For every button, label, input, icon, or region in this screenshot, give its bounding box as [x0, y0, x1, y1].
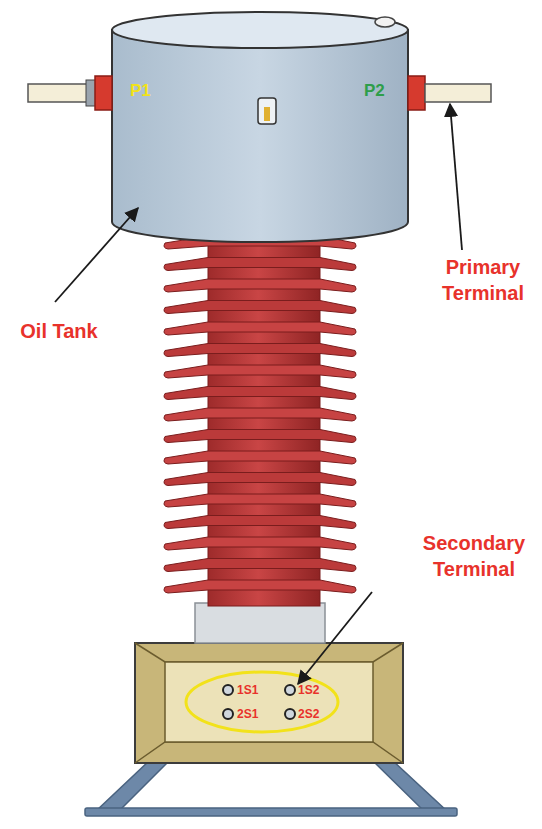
- porcelain-insulator: [164, 222, 356, 606]
- insulator-shed: [164, 473, 356, 486]
- terminal-mark: 2S1: [237, 707, 258, 723]
- insulator-collar: [195, 603, 325, 643]
- insulator-shed: [164, 279, 356, 292]
- insulator-shed: [164, 344, 356, 357]
- oil-tank: [112, 12, 408, 242]
- insulator-shed: [164, 408, 356, 421]
- insulator-shed: [164, 451, 356, 464]
- insulator-shed: [164, 387, 356, 400]
- insulator-shed: [164, 430, 356, 443]
- base-legs: [85, 760, 457, 816]
- terminal-mark: P1: [130, 80, 151, 102]
- insulator-shed: [164, 322, 356, 335]
- insulator-shed: [164, 365, 356, 378]
- part-name: Oil Tank: [4, 318, 114, 344]
- secondary-terminal-box: [135, 643, 403, 763]
- leader-lines: [55, 104, 462, 684]
- insulator-shed: [164, 516, 356, 529]
- terminal-mark: P2: [364, 80, 385, 102]
- insulator-shed: [164, 580, 356, 593]
- insulator-shed: [164, 494, 356, 507]
- oil-level-gauge: [258, 98, 276, 124]
- terminal-mark: 2S2: [298, 707, 319, 723]
- terminal-mark: 1S2: [298, 683, 319, 699]
- insulator-shed: [164, 559, 356, 572]
- terminal-mark: 1S1: [237, 683, 258, 699]
- insulator-shed: [164, 258, 356, 271]
- part-name: Primary Terminal: [428, 254, 538, 306]
- primary-terminals: [28, 76, 491, 110]
- part-name: Secondary Terminal: [410, 530, 538, 582]
- insulator-shed: [164, 301, 356, 314]
- insulator-shed: [164, 537, 356, 550]
